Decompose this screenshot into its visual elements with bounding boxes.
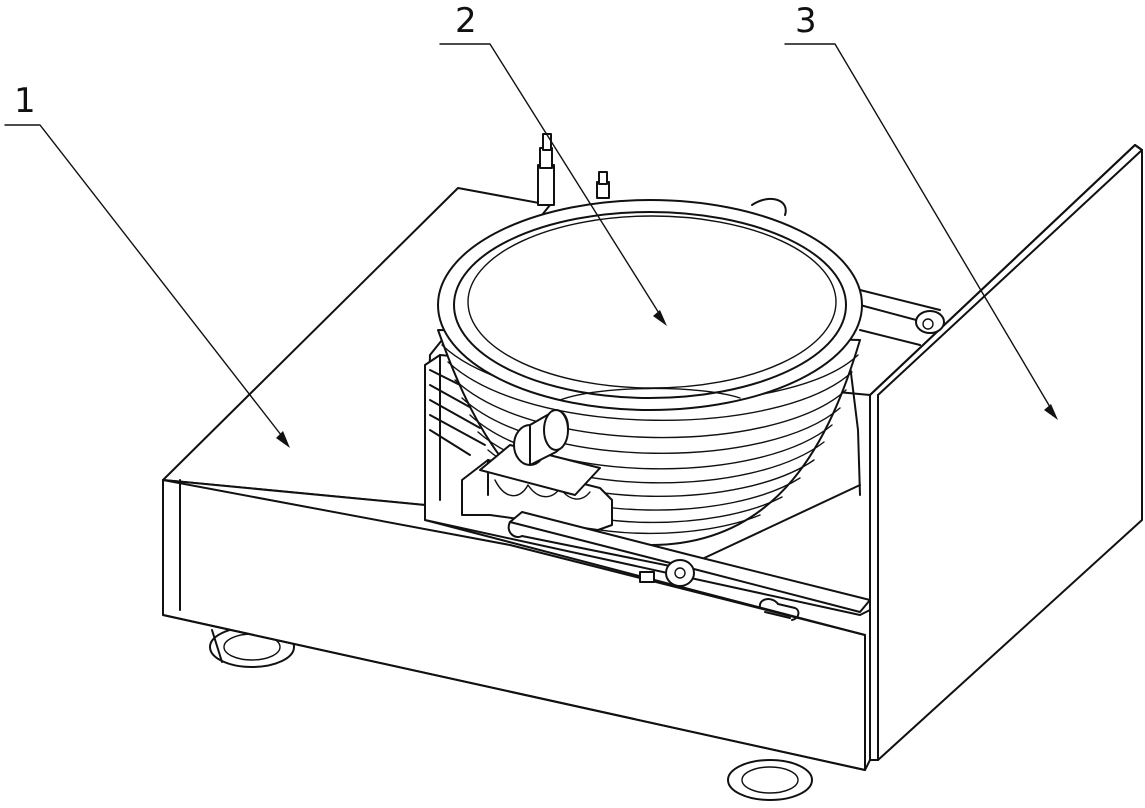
clamp-assembly [461,409,871,621]
callout-1-label: 1 [14,81,36,121]
wheel-front-right [727,759,813,801]
callout-3: 3 [784,1,1058,420]
callout-2-label: 2 [455,1,477,41]
sensor-rods [537,133,610,206]
guide-rail [751,197,945,346]
callout-1: 1 [4,81,290,448]
callout-3-label: 3 [795,1,817,41]
side-panel [864,144,1143,771]
callout-2: 2 [439,1,667,326]
